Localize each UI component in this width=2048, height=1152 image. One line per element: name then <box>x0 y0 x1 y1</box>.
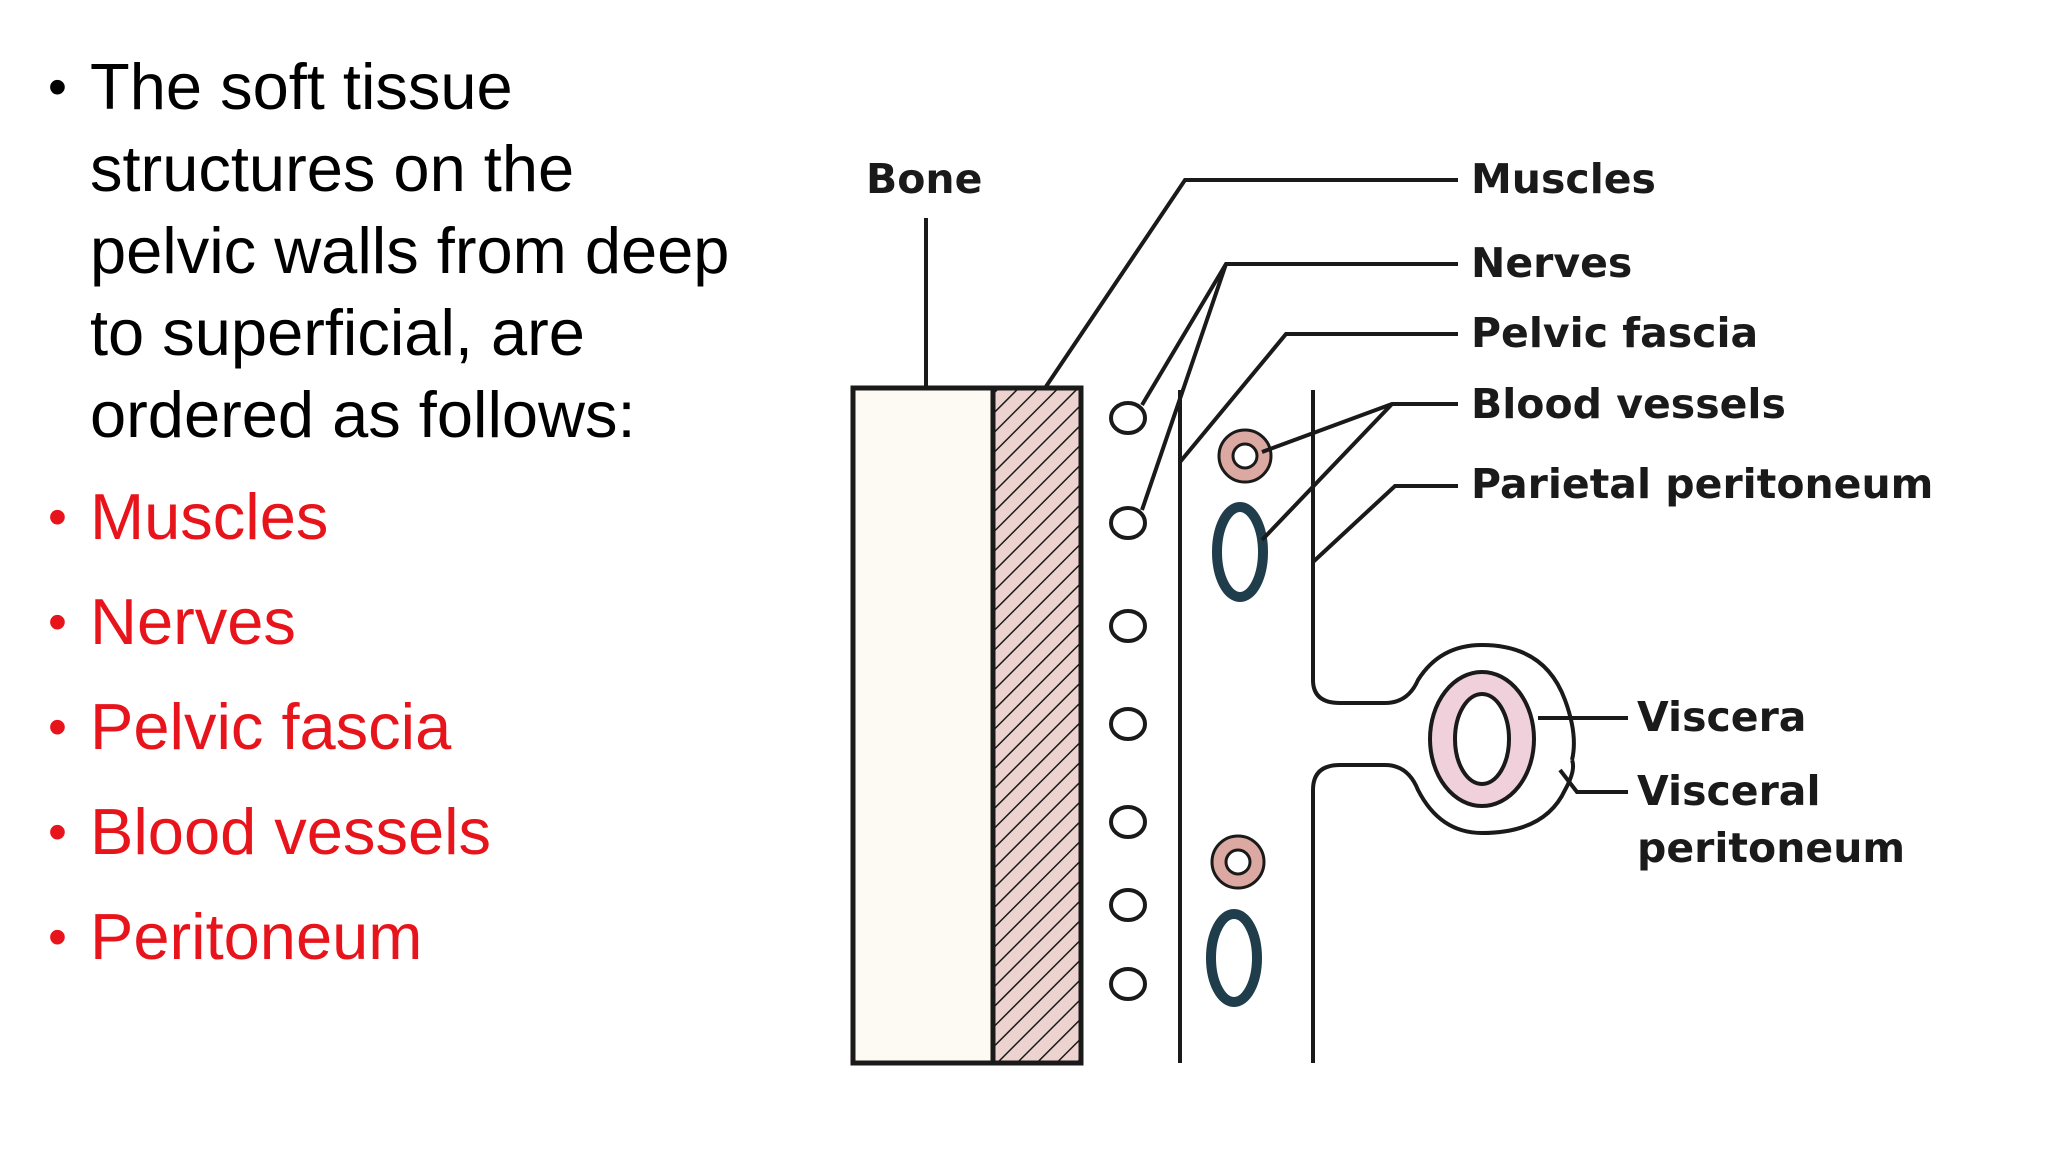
visceral-peritoneum-leader <box>1558 768 1628 794</box>
nerve-circle <box>1109 888 1147 922</box>
nerves-leader-b <box>1140 263 1228 511</box>
bullet-dot: • <box>48 697 67 757</box>
list-item-muscles: • Muscles <box>48 476 748 558</box>
label-pelvic-fascia: Pelvic fascia <box>1471 309 1758 357</box>
vein-lower <box>1206 909 1262 1007</box>
label-bone: Bone <box>866 155 982 203</box>
bullet-dot: • <box>48 487 67 547</box>
label-viscera: Viscera <box>1637 693 1806 741</box>
blood-vessels-leader-b <box>1260 402 1394 542</box>
label-nerves: Nerves <box>1471 239 1632 287</box>
nerve-circles <box>1109 401 1147 1001</box>
list-item-label: Peritoneum <box>90 900 423 973</box>
bullet-dot: • <box>48 907 67 967</box>
parietal-peritoneum-lower <box>1311 759 1576 1063</box>
nerve-circle <box>1109 506 1147 540</box>
vein-upper <box>1212 502 1268 602</box>
parietal-peritoneum-upper <box>1311 390 1576 761</box>
bullet-dot: • <box>48 802 67 862</box>
list-item-nerves: • Nerves <box>48 581 748 663</box>
parietal-peritoneum-leader <box>1311 484 1458 564</box>
intro-text: The soft tissue structures on the pelvic… <box>90 50 730 451</box>
list-item-blood-vessels: • Blood vessels <box>48 791 748 873</box>
intro-bullet: • The soft tissue structures on the pelv… <box>48 46 748 456</box>
nerve-circle <box>1109 805 1147 839</box>
bone-block <box>850 385 996 1066</box>
label-visceral-peritoneum-line2: peritoneum <box>1637 824 1905 872</box>
list-item-peritoneum: • Peritoneum <box>48 896 748 978</box>
bullet-dot: • <box>48 57 67 117</box>
viscera-lumen <box>1453 692 1511 786</box>
list-item-label: Muscles <box>90 480 329 553</box>
blood-vessels-leader-a <box>1261 402 1458 454</box>
artery-lower <box>1210 834 1266 890</box>
label-muscles: Muscles <box>1471 155 1656 203</box>
leader-lines <box>924 178 1628 794</box>
list-item-label: Nerves <box>90 585 296 658</box>
list-item-label: Pelvic fascia <box>90 690 452 763</box>
list-item-pelvic-fascia: • Pelvic fascia <box>48 686 748 768</box>
nerve-circle <box>1109 707 1147 741</box>
label-visceral-peritoneum-line1: Visceral <box>1637 767 1821 815</box>
bullet-dot: • <box>48 592 67 652</box>
pelvic-fascia-leader <box>1178 332 1458 464</box>
list-item-label: Blood vessels <box>90 795 492 868</box>
artery-upper <box>1217 428 1273 484</box>
nerve-circle <box>1109 967 1147 1001</box>
label-blood-vessels: Blood vessels <box>1471 380 1786 428</box>
nerve-circle <box>1109 609 1147 643</box>
bullet-list: • The soft tissue structures on the pelv… <box>48 46 748 1001</box>
nerve-circle <box>1109 401 1147 435</box>
label-parietal-peritoneum: Parietal peritoneum <box>1471 460 1933 508</box>
muscles-leader <box>1043 178 1458 390</box>
muscle-layer <box>990 385 1084 1066</box>
